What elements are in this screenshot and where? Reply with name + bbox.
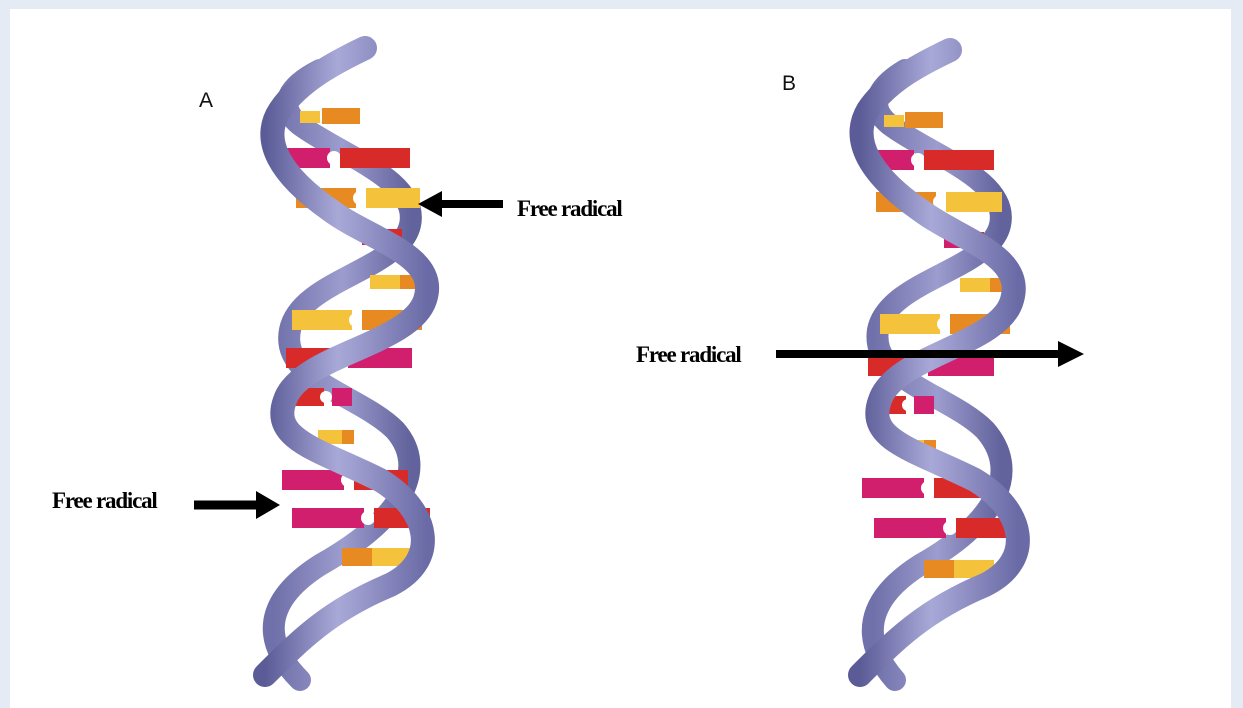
free-radical-label-b: Free radical bbox=[636, 342, 741, 367]
free-radical-arrow-a-lower bbox=[194, 491, 280, 519]
base-pair bbox=[278, 148, 410, 168]
panel-label-a: A bbox=[199, 89, 213, 112]
free-radical-label-a-upper: Free radical bbox=[517, 196, 622, 221]
base-pair bbox=[300, 108, 360, 124]
base-pair bbox=[874, 518, 1012, 538]
dna-helix-a bbox=[265, 48, 430, 680]
panel-label-b: B bbox=[782, 72, 796, 95]
free-radical-arrow-a-upper bbox=[418, 191, 503, 217]
free-radical-label-a-lower: Free radical bbox=[52, 488, 157, 513]
dna-helix-b bbox=[860, 50, 1018, 680]
